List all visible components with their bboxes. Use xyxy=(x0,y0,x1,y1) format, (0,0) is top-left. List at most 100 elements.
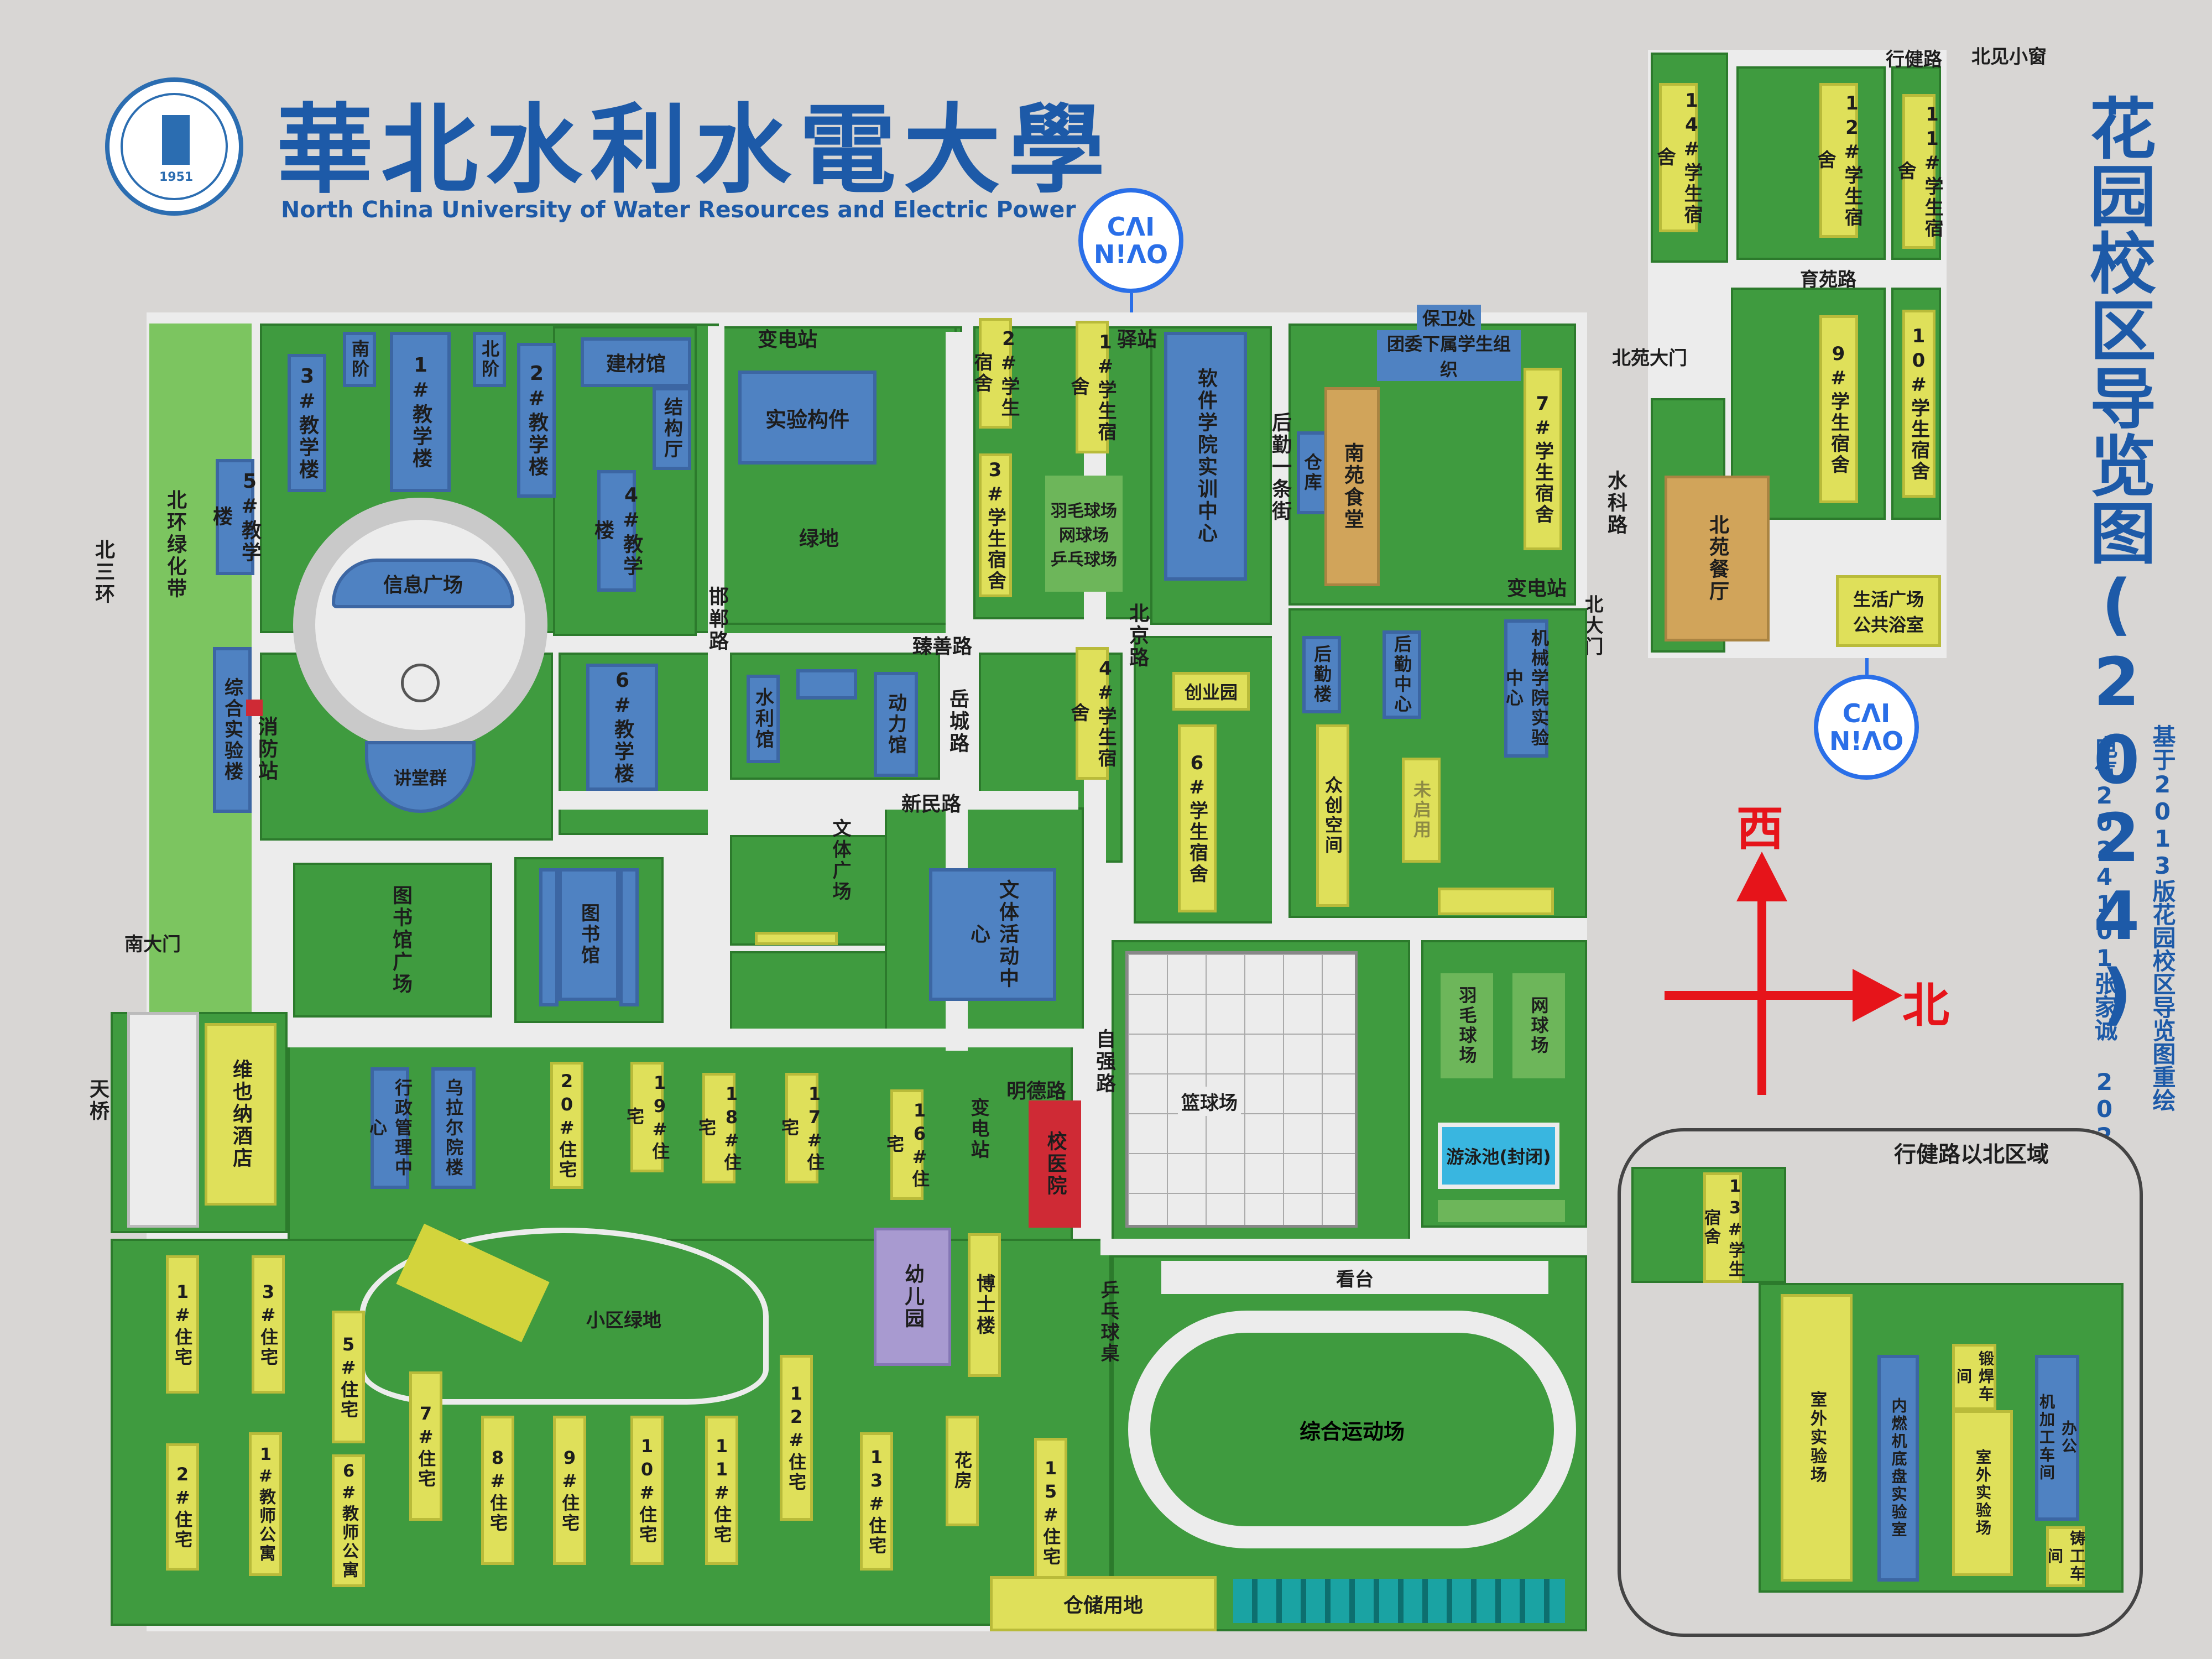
security-dept[interactable]: 保卫处 团委下属学生组织 xyxy=(1377,305,1521,381)
unused-building: 未启用 xyxy=(1402,758,1441,863)
experimental-components[interactable]: 实验构件 xyxy=(738,371,877,465)
admin-center[interactable]: 行政管理中心 xyxy=(367,1067,413,1189)
dorm-7[interactable]: 7#学生宿舍 xyxy=(1524,368,1562,550)
nanyuan-canteen[interactable]: 南苑食堂 xyxy=(1324,387,1380,586)
compass-arrows-icon xyxy=(1665,852,1902,1095)
dorm-1[interactable]: 1#学生宿舍 xyxy=(1067,321,1117,453)
residence-3[interactable]: 3#住宅 xyxy=(252,1255,285,1394)
recreation-center[interactable]: 文体活动中心 xyxy=(929,868,1056,1001)
casting-workshop[interactable]: 铸工车间 xyxy=(2046,1526,2086,1587)
building-materials-hall[interactable]: 建材馆 xyxy=(581,337,691,387)
xinmin-road-label: 新民路 xyxy=(901,793,962,816)
dorm-4[interactable]: 4#学生宿舍 xyxy=(1067,647,1117,780)
vienna-hotel[interactable]: 维也纳酒店 xyxy=(205,1023,276,1206)
machining-workshop[interactable]: 办公 机加工车间 xyxy=(2035,1355,2079,1521)
mingde-road-label: 明德路 xyxy=(1006,1080,1067,1103)
dorm-13[interactable]: 13#学生宿舍 xyxy=(1701,1172,1745,1283)
residence-16[interactable]: 16#住宅 xyxy=(884,1089,930,1200)
basketball-courts[interactable] xyxy=(1125,951,1358,1228)
forging-welding-workshop[interactable]: 锻焊车间 xyxy=(1952,1344,1996,1410)
residence-11[interactable]: 11#住宅 xyxy=(705,1416,738,1565)
power-hall[interactable]: 动力馆 xyxy=(874,672,918,777)
residence-8[interactable]: 8#住宅 xyxy=(481,1416,514,1565)
residence-9[interactable]: 9#住宅 xyxy=(553,1416,586,1565)
residence-10[interactable]: 10#住宅 xyxy=(630,1416,664,1565)
info-plaza xyxy=(293,498,547,752)
cainiao-station-icon[interactable]: CΛI N!ΛO xyxy=(1078,188,1183,293)
greenhouse[interactable]: 花房 xyxy=(946,1416,979,1526)
dorm-14[interactable]: 14#学生宿舍 xyxy=(1653,83,1703,232)
parking-slots xyxy=(1233,1579,1565,1623)
ural-building[interactable]: 乌拉尔院楼 xyxy=(431,1067,476,1189)
zhenshan-road-label: 臻善路 xyxy=(912,635,973,658)
doctoral-building[interactable]: 博士楼 xyxy=(968,1233,1001,1377)
mechanical-lab-center[interactable]: 机械学院实验中心 xyxy=(1503,619,1550,758)
dorm-10[interactable]: 10#学生宿舍 xyxy=(1902,310,1936,498)
recreation-plaza-label: 文体广场 xyxy=(829,818,851,902)
residence-15[interactable]: 15#住宅 xyxy=(1034,1438,1067,1587)
teaching-building-6[interactable]: 6#教学楼 xyxy=(586,664,658,791)
residence-12[interactable]: 12#住宅 xyxy=(780,1355,813,1521)
cainiao-station-north-icon[interactable]: CΛI N!ΛO xyxy=(1814,675,1919,780)
school-hospital[interactable]: 校医院 xyxy=(1029,1100,1081,1228)
structure-hall[interactable]: 结构厅 xyxy=(653,387,691,470)
swimming-pool[interactable]: 游泳池(封闭) xyxy=(1438,1123,1559,1189)
outdoor-test-field-1[interactable]: 室外实验场 xyxy=(1781,1294,1853,1582)
handan-road-label: 邯郸路 xyxy=(706,586,728,653)
map-title: 花园校区导览图(2024) xyxy=(2078,94,2155,1034)
residence-13[interactable]: 13#住宅 xyxy=(860,1432,893,1571)
teaching-building-2[interactable]: 2#教学楼 xyxy=(517,343,556,498)
warehouse[interactable]: 仓库 xyxy=(1297,431,1327,514)
storage-land[interactable]: 仓储用地 xyxy=(990,1576,1217,1631)
kindergarten[interactable]: 幼儿园 xyxy=(874,1228,951,1366)
south-hall[interactable]: 南阶 xyxy=(343,332,376,387)
teaching-building-1[interactable]: 1#教学楼 xyxy=(390,332,451,492)
courier-station-label: 驿站 xyxy=(1117,328,1157,351)
dorm-2[interactable]: 2#学生宿舍 xyxy=(971,318,1020,429)
library[interactable]: 图书馆 xyxy=(559,868,619,1001)
hydraulics-hall[interactable]: 水利馆 xyxy=(747,675,780,763)
teacher-apartment-6[interactable]: 6#教师公寓 xyxy=(332,1454,365,1587)
badminton-court-2[interactable]: 羽毛球场 xyxy=(1441,973,1493,1078)
north-green-belt-label: 北环绿化带 xyxy=(164,489,186,600)
ziqiang-road-label: 自强路 xyxy=(1093,1029,1115,1095)
startup-park[interactable]: 创业园 xyxy=(1172,672,1250,711)
teaching-building-4[interactable]: 4#教学楼 xyxy=(591,470,643,592)
residence-20[interactable]: 20#住宅 xyxy=(550,1062,583,1189)
integrated-lab-building[interactable]: 综合实验楼 xyxy=(213,647,252,813)
residence-19[interactable]: 19#住宅 xyxy=(624,1062,670,1172)
south-gate-label: 南大门 xyxy=(124,933,181,956)
sports-courts-1[interactable]: 羽毛球场 网球场 乒乓球场 xyxy=(1045,476,1123,592)
info-plaza-arc[interactable]: 信息广场 xyxy=(332,559,514,608)
dorm-9[interactable]: 9#学生宿舍 xyxy=(1819,315,1858,503)
residence-1[interactable]: 1#住宅 xyxy=(166,1255,199,1394)
teaching-building-3[interactable]: 3#教学楼 xyxy=(288,354,326,492)
ping-pong-tables-label: 乒乓球桌 xyxy=(1097,1280,1119,1364)
dorm-3[interactable]: 3#学生宿舍 xyxy=(979,453,1012,597)
engine-chassis-lab[interactable]: 内燃机底盘实验室 xyxy=(1877,1355,1919,1582)
logistics-building[interactable]: 后勤楼 xyxy=(1302,636,1341,713)
makerspace[interactable]: 众创空间 xyxy=(1316,724,1349,907)
software-training-center[interactable]: 软件学院实训中心 xyxy=(1164,332,1247,581)
residence-18[interactable]: 18#住宅 xyxy=(696,1073,742,1183)
north-hall[interactable]: 北阶 xyxy=(473,332,506,387)
residence-5[interactable]: 5#住宅 xyxy=(332,1311,365,1443)
teacher-apartment-1[interactable]: 1#教师公寓 xyxy=(249,1432,282,1576)
beiyuan-canteen[interactable]: 北苑餐厅 xyxy=(1665,476,1770,641)
sports-field[interactable]: 综合运动场 xyxy=(1128,1311,1576,1548)
substation-label-3: 变电站 xyxy=(967,1098,989,1161)
outdoor-test-field-2[interactable]: 室外实验场 xyxy=(1952,1410,2013,1576)
residence-2[interactable]: 2#住宅 xyxy=(166,1443,199,1571)
dorm-11[interactable]: 11#学生宿舍 xyxy=(1894,94,1943,249)
fire-station-marker xyxy=(246,700,263,716)
university-name-en: North China University of Water Resource… xyxy=(281,196,1076,223)
dorm-12[interactable]: 12#学生宿舍 xyxy=(1814,83,1863,238)
houqin-street-label: 后勤一条街 xyxy=(1269,412,1291,523)
logistics-center[interactable]: 后勤中心 xyxy=(1383,630,1421,719)
residence-7[interactable]: 7#住宅 xyxy=(409,1371,442,1521)
life-plaza[interactable]: 生活广场 公共浴室 xyxy=(1836,575,1941,647)
residence-17[interactable]: 17#住宅 xyxy=(779,1073,825,1183)
dorm-6[interactable]: 6#学生宿舍 xyxy=(1178,724,1217,912)
teaching-building-5[interactable]: 5#教学楼 xyxy=(210,459,261,575)
tennis-court-2[interactable]: 网球场 xyxy=(1512,973,1565,1078)
